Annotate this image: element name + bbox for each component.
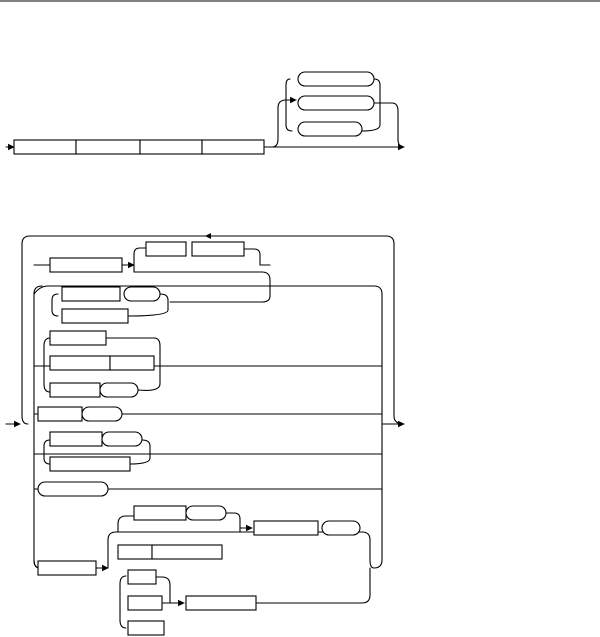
branch-3-box-5: [99, 382, 139, 398]
branch-7-bottom-return: [255, 567, 371, 604]
branch-2-right-rail: [127, 293, 169, 317]
branch-2-alt-rail: [51, 293, 59, 317]
branch-1-loop: [133, 264, 271, 303]
branch-7-opt-top: [117, 515, 135, 533]
top-seq-box-1: [13, 139, 77, 155]
top-seq-box-2: [75, 139, 141, 155]
branch-7-box-5: [321, 520, 361, 536]
branch-1-box-2: [145, 241, 187, 257]
branch-7-exit: [107, 531, 375, 569]
bottom-syntax-diagram: [5, 233, 405, 636]
top-sequence: [13, 139, 265, 155]
top-choice-option-2: [297, 95, 375, 111]
branch-2: [33, 285, 375, 324]
branches-left-rail: [33, 285, 43, 569]
branch-7-box-3: [185, 505, 227, 521]
branch-3-box-4: [49, 382, 101, 398]
outer-repeat-arrow: [205, 233, 211, 239]
top-choice-option-3: [297, 121, 363, 137]
branch-7-box-7: [151, 544, 223, 560]
branch-4: [33, 406, 383, 422]
branch-4-box-2: [81, 406, 123, 422]
branch-5-alt-rail: [43, 439, 51, 465]
branch-3-alt-rail: [43, 337, 51, 393]
top-choice-group: [271, 71, 405, 148]
branch-6: [33, 481, 383, 497]
branch-3-right-rail: [105, 337, 161, 391]
top-choice-left-rail: [271, 99, 287, 148]
branch-7-box-10: [185, 595, 257, 611]
branch-3: [33, 330, 383, 398]
branch-7-box-1: [37, 560, 97, 576]
branch-2-box-1: [61, 286, 121, 302]
branch-2-box-3: [61, 308, 129, 324]
branch-7-box-9: [127, 595, 163, 611]
branch-7-box-11: [127, 620, 165, 636]
branch-3-box-2: [49, 355, 111, 371]
branch-5-box-3: [49, 456, 131, 472]
branch-1-box-3: [191, 241, 245, 257]
branch-7-opt-top-close: [225, 512, 241, 533]
branch-1-optional-bracket: [133, 247, 147, 266]
branch-7-alt-rail: [119, 575, 127, 629]
branch-7: [33, 505, 375, 636]
branch-3-box-1: [49, 330, 107, 346]
branch-1: [33, 241, 271, 303]
branch-7-box-8: [127, 569, 157, 585]
branch-2-connector: [33, 285, 375, 295]
branch-5-right-rail: [129, 439, 151, 465]
top-choice-option-1: [297, 71, 375, 87]
branch-7-box-2: [133, 505, 187, 521]
branch-5-box-1: [49, 431, 103, 447]
top-seq-box-3: [139, 139, 203, 155]
branch-5: [33, 431, 383, 472]
branch-1-close-bracket: [243, 248, 271, 266]
top-choice-left-inner: [285, 78, 293, 132]
top-seq-box-4: [201, 139, 265, 155]
branches-right-rail: [373, 285, 383, 569]
branch-4-box-1: [37, 406, 83, 422]
top-syntax-diagram: [5, 71, 405, 155]
branch-7-box-4: [253, 520, 319, 536]
top-choice-right-rail: [373, 102, 405, 148]
top-choice-right-inner: [361, 78, 381, 132]
branch-1-box-1: [49, 257, 123, 273]
branch-7-alt-right: [155, 576, 171, 604]
branch-2-box-2: [123, 286, 161, 302]
branch-6-box-1: [37, 481, 109, 497]
branch-5-box-2: [101, 431, 143, 447]
branch-3-box-3: [109, 355, 155, 371]
branch-7-box-6: [117, 544, 153, 560]
